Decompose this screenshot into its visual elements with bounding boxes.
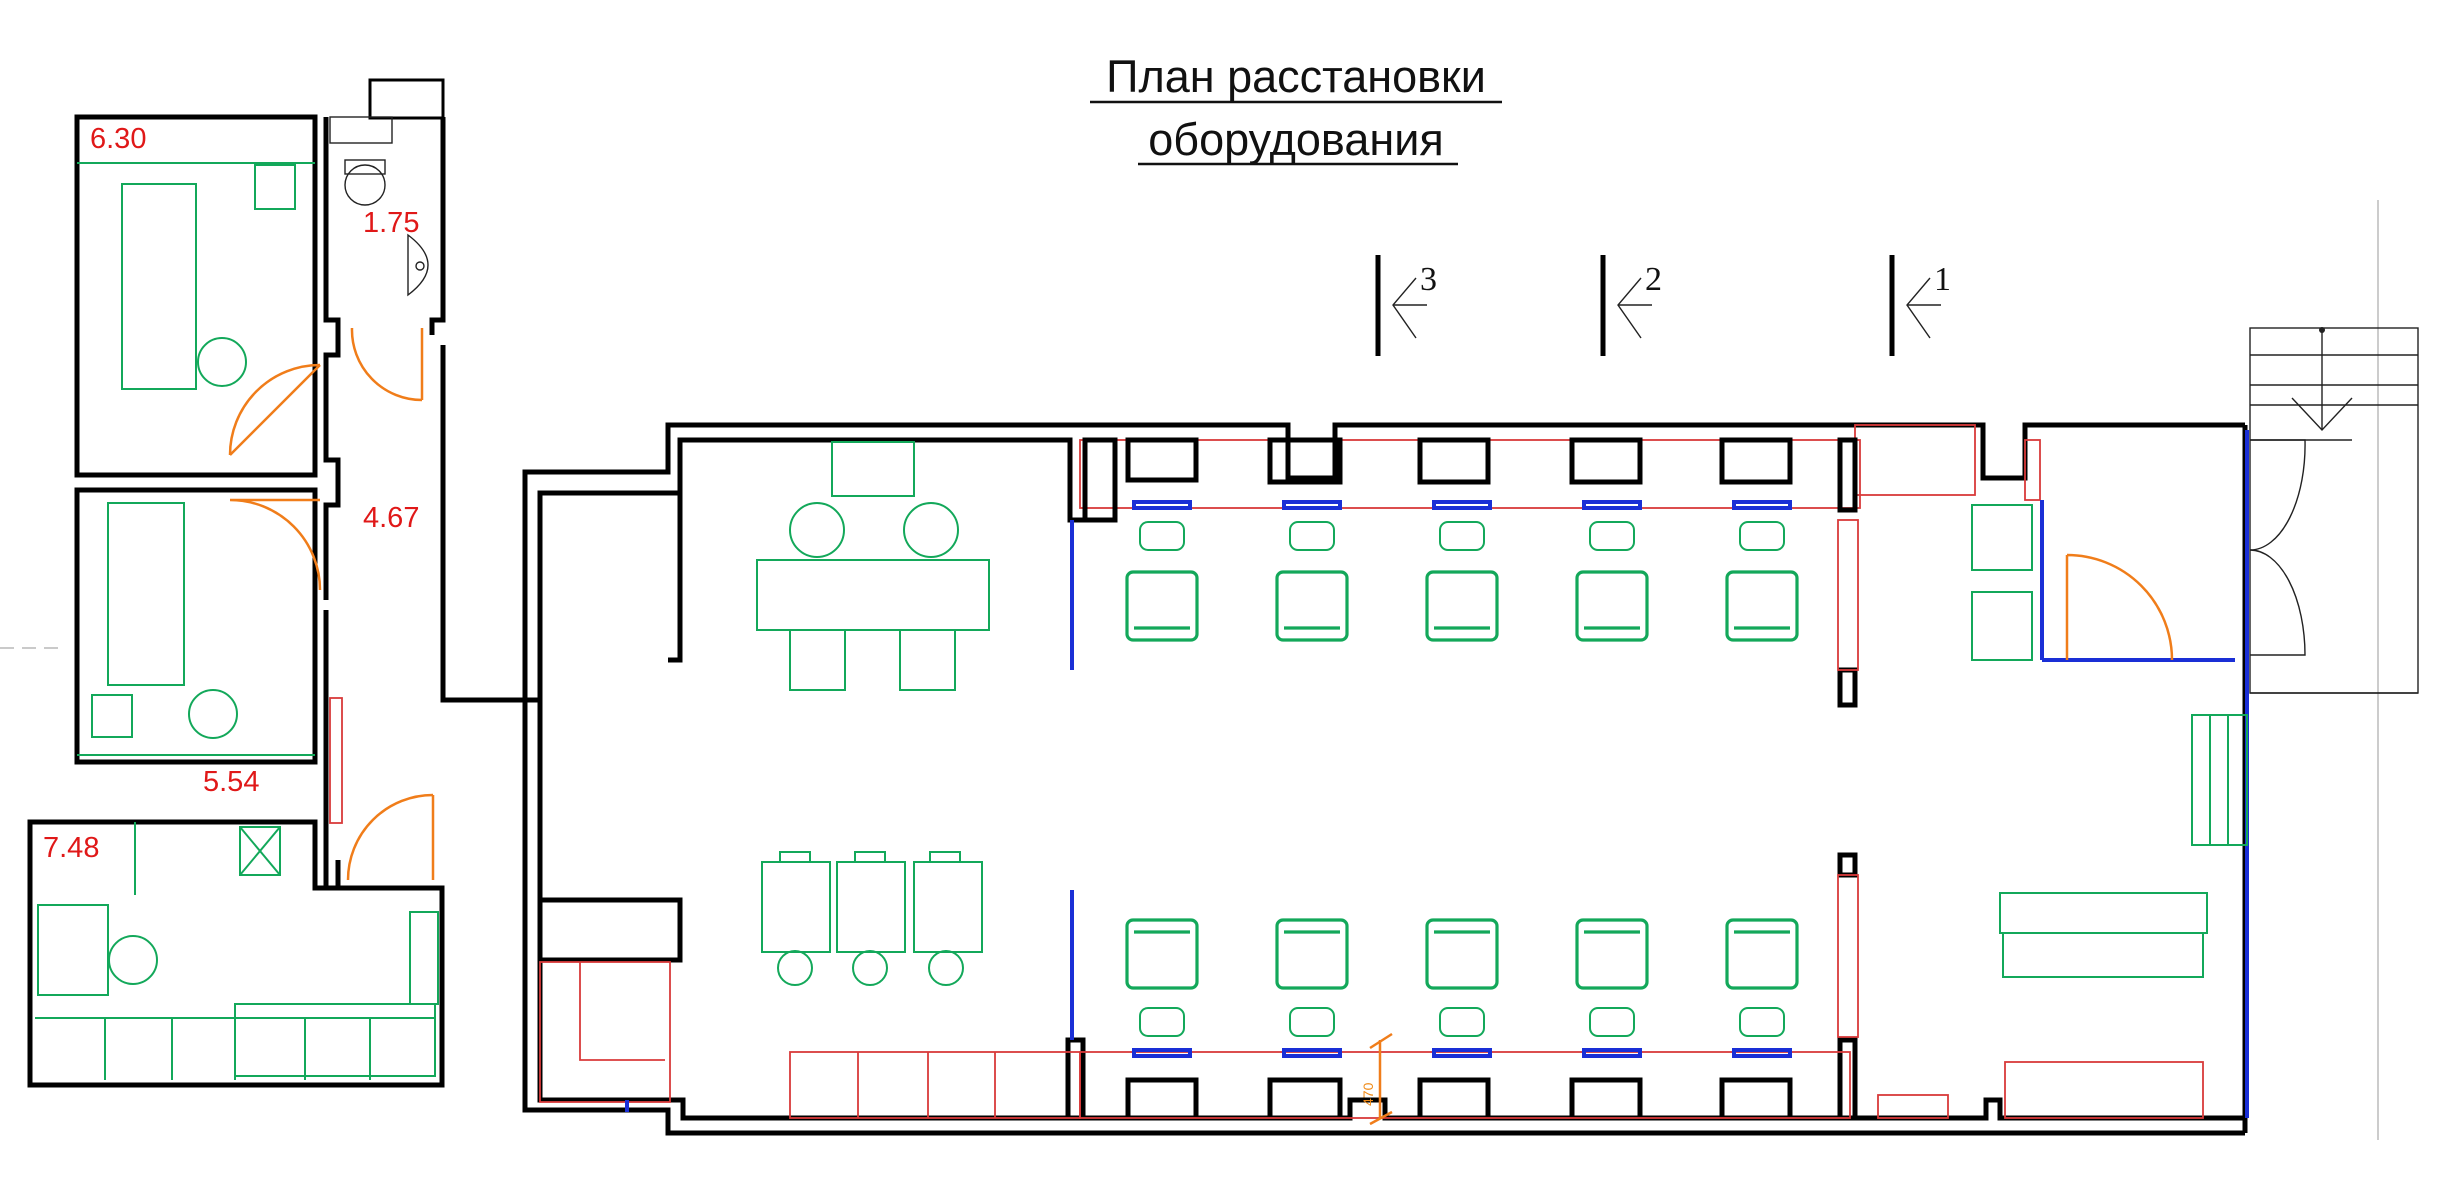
station-lower-1 (1125, 918, 1199, 1058)
station-upper-5 (1725, 500, 1799, 642)
area-wc: 1.75 (363, 207, 419, 239)
title-line-1: План расстановки (1106, 51, 1486, 102)
door-office-top (228, 363, 321, 456)
section-label-2: 2 (1645, 261, 1662, 298)
title-line-2: оборудования (1148, 114, 1443, 165)
station-upper-1 (1125, 500, 1199, 642)
station-lower-5 (1725, 918, 1799, 1058)
station-lower-3 (1425, 918, 1499, 1058)
shampoo-stations (761, 851, 983, 986)
entrance-stair (2249, 327, 2419, 694)
station-lower-4 (1575, 918, 1649, 1058)
office-top-walls (74, 114, 318, 478)
area-office-top: 6.30 (90, 123, 146, 155)
staff-room-walls (27, 819, 445, 1088)
upper-niches (1082, 437, 1858, 523)
area-staff-room: 7.48 (43, 832, 99, 864)
left-wing (27, 78, 543, 1088)
office-middle-walls (74, 487, 318, 765)
section-marks: 3 2 1 (1375, 255, 1951, 356)
section-mark-1: 1 (1889, 255, 1951, 356)
styling-stations (1125, 500, 1799, 1058)
dimension-text: 470 (1360, 1082, 1376, 1106)
main-hall: 470 (443, 422, 2249, 1136)
station-lower-2 (1275, 918, 1349, 1058)
station-upper-3 (1425, 500, 1499, 642)
door-vestibule (2065, 553, 2174, 661)
section-label-3: 3 (1420, 261, 1437, 298)
area-labels: 6.30 1.75 4.67 5.54 7.48 (43, 123, 419, 864)
dimension-470: 470 (1360, 1032, 1393, 1126)
station-upper-2 (1275, 500, 1349, 642)
door-wc (350, 327, 424, 402)
door-staff (346, 793, 435, 881)
plan-title: План расстановки оборудования (1090, 51, 1502, 166)
door-office-middle (229, 498, 322, 591)
area-corridor: 4.67 (363, 502, 419, 534)
reference-lines (0, 200, 2379, 1140)
section-label-1: 1 (1934, 261, 1951, 298)
section-mark-3: 3 (1375, 255, 1437, 356)
station-upper-4 (1575, 500, 1649, 642)
area-office-middle: 5.54 (203, 766, 259, 798)
section-mark-2: 2 (1600, 255, 1662, 356)
